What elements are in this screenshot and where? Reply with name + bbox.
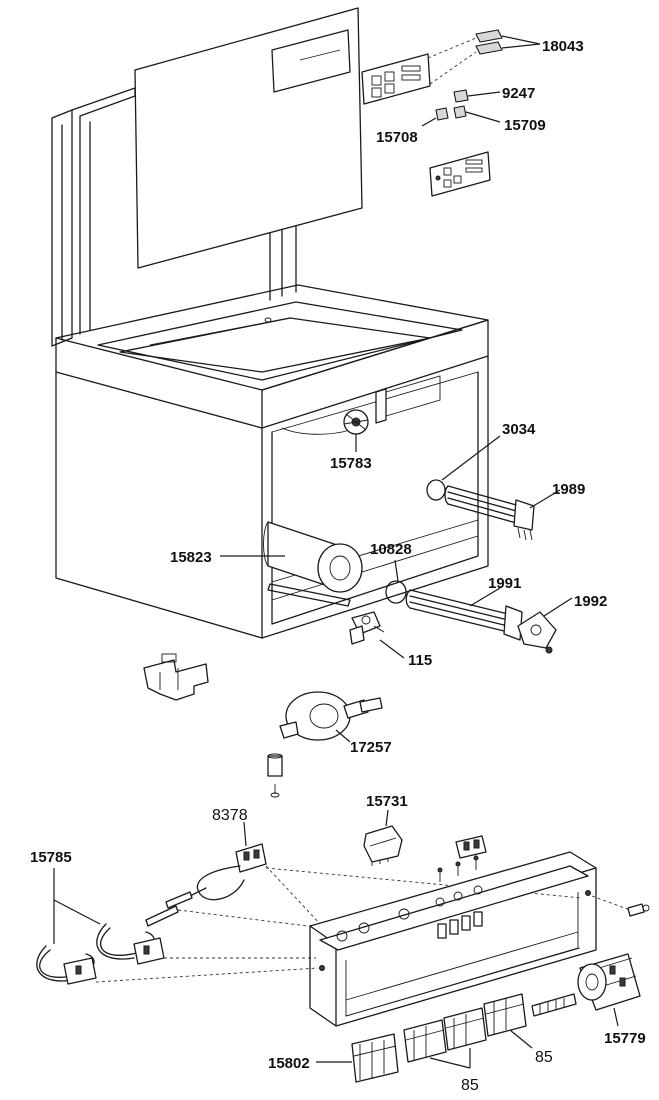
part-1989 [444,485,561,541]
label-3034: 3034 [502,421,536,438]
label-18043: 18043 [542,38,584,55]
label-15823: 15823 [170,549,212,566]
label-1989: 1989 [552,481,585,498]
fuse-holder [455,835,487,859]
part-switches [421,89,501,127]
part-8378 [165,821,267,909]
label-115: 115 [408,652,432,669]
label-85-bottom: 85 [461,1077,479,1094]
terminal-strip [531,993,577,1017]
label-9247: 9247 [502,85,535,102]
part-10828 [385,559,407,604]
label-15802: 15802 [268,1055,310,1072]
label-1991: 1991 [488,575,521,592]
label-85-right: 85 [535,1049,553,1066]
contactors [316,993,533,1083]
control-box [309,851,597,1027]
part-15785 [36,868,179,985]
label-15731: 15731 [366,793,408,810]
part-18043 [475,29,541,55]
label-8378: 8378 [212,807,248,824]
control-plate [361,37,477,105]
label-15779: 15779 [604,1030,646,1047]
part-15823 [220,521,363,607]
screw [627,903,650,917]
label-plate [429,151,491,197]
label-15783: 15783 [330,455,372,472]
lid [134,7,363,269]
part-15783 [343,409,369,452]
part-17257 [279,691,383,743]
part-115 [349,611,405,659]
label-15708: 15708 [376,129,418,146]
part-15731 [363,809,403,866]
label-17257: 17257 [350,739,392,756]
label-15785: 15785 [30,849,72,866]
spacer [267,753,283,798]
label-1992: 1992 [574,593,607,610]
part-15779 [577,953,641,1027]
relay-module [143,653,209,701]
part-1991 [405,587,523,641]
label-15709: 15709 [504,117,546,134]
label-10828: 10828 [370,541,412,558]
part-1992 [517,597,573,654]
